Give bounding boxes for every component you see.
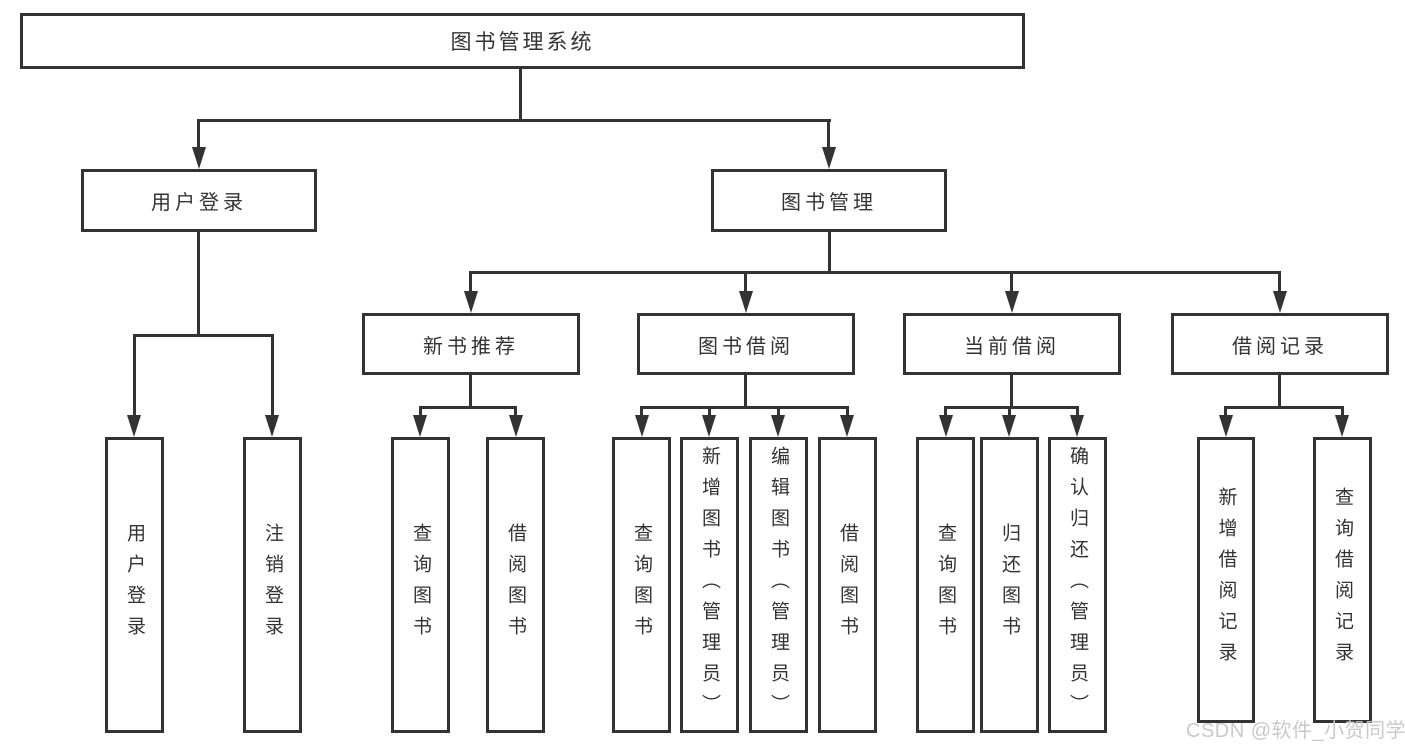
connector-stem — [1224, 406, 1227, 419]
arrow-down-icon — [1335, 415, 1349, 437]
leaf-return-books: 归还图书 — [980, 437, 1039, 733]
leaf-add-books-admin-label: 新增图书（管理员） — [699, 445, 720, 725]
leaf-add-borrow-record: 新增借阅记录 — [1197, 437, 1255, 723]
node-user-login-label: 用户登录 — [151, 192, 247, 214]
leaf-confirm-return-admin-label: 确认归还（管理员） — [1067, 445, 1088, 725]
connector-bus — [944, 406, 1079, 409]
connector-root-stub — [519, 69, 522, 121]
arrow-down-icon — [822, 147, 836, 169]
leaf-borrow-books-1: 借阅图书 — [486, 437, 545, 733]
leaf-query-books-1-label: 查询图书 — [410, 523, 431, 647]
arrow-down-icon — [127, 415, 141, 437]
connector-stub — [1278, 375, 1281, 408]
leaf-add-books-admin: 新增图书（管理员） — [680, 437, 739, 733]
node-book-management-label: 图书管理 — [781, 192, 877, 214]
connector-stem-bookmgmt — [827, 119, 830, 150]
arrow-down-icon — [771, 415, 785, 437]
connector-stem — [469, 271, 472, 295]
connector-stem-login — [197, 119, 200, 150]
leaf-query-borrow-record-label: 查询借阅记录 — [1332, 487, 1353, 673]
node-root: 图书管理系统 — [20, 13, 1025, 69]
arrow-down-icon — [702, 415, 716, 437]
connector-stem — [708, 406, 711, 419]
leaf-borrow-books-2-label: 借阅图书 — [837, 523, 858, 647]
leaf-user-login-label: 用户登录 — [124, 523, 145, 647]
node-borrow-records-label: 借阅记录 — [1232, 335, 1328, 358]
connector-login-bus — [133, 334, 274, 337]
leaf-borrow-books-1-label: 借阅图书 — [505, 523, 526, 647]
arrow-down-icon — [464, 291, 478, 313]
arrow-down-icon — [635, 415, 649, 437]
connector-login-stub — [197, 232, 200, 336]
arrow-down-icon — [509, 415, 523, 437]
node-root-label: 图书管理系统 — [450, 31, 595, 54]
leaf-return-books-label: 归还图书 — [999, 523, 1020, 647]
node-new-book-recommend-label: 新书推荐 — [423, 335, 519, 358]
connector-bus — [640, 406, 849, 409]
connector-stem — [777, 406, 780, 419]
arrow-down-icon — [1273, 291, 1287, 313]
connector-stem — [271, 334, 274, 417]
node-book-management: 图书管理 — [711, 169, 947, 232]
node-user-login: 用户登录 — [81, 169, 317, 232]
connector-stub — [744, 375, 747, 408]
arrow-down-icon — [265, 415, 279, 437]
connector-stem — [1010, 271, 1013, 295]
arrow-down-icon — [739, 291, 753, 313]
leaf-query-books-1: 查询图书 — [391, 437, 450, 733]
arrow-down-icon — [1219, 415, 1233, 437]
connector-stem — [1278, 271, 1281, 295]
arrow-down-icon — [1002, 415, 1016, 437]
connector-stub — [469, 375, 472, 408]
leaf-query-books-2-label: 查询图书 — [631, 523, 652, 647]
node-current-borrow-label: 当前借阅 — [964, 335, 1060, 358]
node-borrow-records: 借阅记录 — [1171, 313, 1389, 375]
csdn-watermark: CSDN @软件_小贺同学 — [1186, 720, 1405, 742]
connector-root-bus — [197, 119, 831, 122]
leaf-query-books-3-label: 查询图书 — [935, 523, 956, 647]
leaf-query-books-2: 查询图书 — [612, 437, 671, 733]
arrow-down-icon — [939, 415, 953, 437]
leaf-logout: 注销登录 — [243, 437, 302, 733]
node-book-borrow: 图书借阅 — [637, 313, 855, 375]
connector-bus — [1224, 406, 1344, 409]
leaf-borrow-books-2: 借阅图书 — [818, 437, 877, 733]
leaf-add-borrow-record-label: 新增借阅记录 — [1215, 487, 1237, 673]
connector-bus — [419, 406, 517, 409]
leaf-confirm-return-admin: 确认归还（管理员） — [1048, 437, 1107, 733]
connector-stem — [1008, 406, 1011, 419]
leaf-edit-books-admin-label: 编辑图书（管理员） — [768, 445, 789, 725]
arrow-down-icon — [192, 147, 206, 169]
connector-stem — [944, 406, 947, 419]
arrow-down-icon — [413, 415, 427, 437]
connector-stem — [419, 406, 422, 419]
connector-bookmgmt-stub — [828, 232, 831, 273]
leaf-edit-books-admin: 编辑图书（管理员） — [749, 437, 808, 733]
connector-stem — [744, 271, 747, 295]
node-book-borrow-label: 图书借阅 — [698, 335, 794, 358]
connector-stem — [1341, 406, 1344, 419]
connector-stub — [1010, 375, 1013, 408]
leaf-query-borrow-record: 查询借阅记录 — [1313, 437, 1372, 723]
leaf-logout-label: 注销登录 — [262, 523, 283, 647]
leaf-user-login: 用户登录 — [105, 437, 164, 733]
connector-stem — [1076, 406, 1079, 419]
connector-stem — [514, 406, 517, 419]
connector-stem — [846, 406, 849, 419]
arrow-down-icon — [1005, 291, 1019, 313]
arrow-down-icon — [1070, 415, 1084, 437]
connector-stem — [133, 334, 136, 417]
node-current-borrow: 当前借阅 — [903, 313, 1121, 375]
connector-bookmgmt-bus — [471, 271, 1281, 274]
node-new-book-recommend: 新书推荐 — [362, 313, 580, 375]
leaf-query-books-3: 查询图书 — [916, 437, 975, 733]
connector-stem — [640, 406, 643, 419]
arrow-down-icon — [840, 415, 854, 437]
